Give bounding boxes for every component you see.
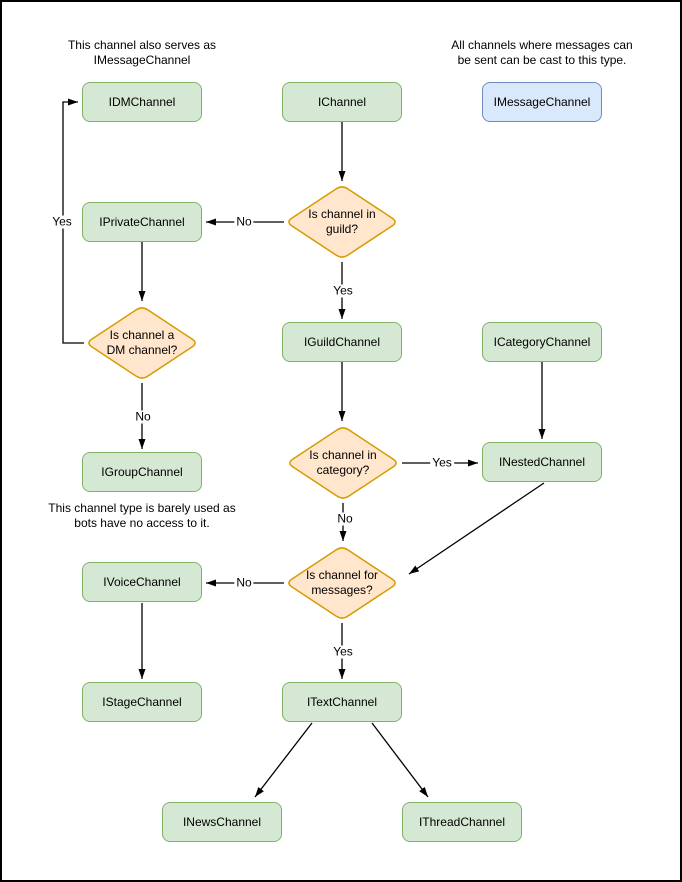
node-igroupchannel: IGroupChannel	[82, 452, 202, 492]
edge-label-yes: Yes	[331, 283, 355, 298]
node-iguildchannel: IGuildChannel	[282, 322, 402, 362]
decision-line: guild?	[325, 222, 359, 236]
note-line: be sent can be cast to this type.	[457, 53, 627, 67]
diamond-shape-icon	[288, 186, 396, 258]
node-label: IMessageChannel	[493, 95, 591, 109]
node-ithreadchannel: IThreadChannel	[402, 802, 522, 842]
decision-line: messages?	[311, 583, 373, 597]
decision-label: Is channel in category?	[285, 424, 401, 502]
diamond-shape-icon	[289, 427, 397, 499]
node-label: IVoiceChannel	[103, 575, 181, 589]
decision-line: Is channel in	[309, 448, 377, 462]
note-line: This channel also serves as	[67, 38, 217, 52]
annotation-igroupchannel-note: This channel type is barely used as bots…	[22, 501, 262, 531]
edge-itextchannel-to-inewschannel	[254, 722, 313, 798]
node-inewschannel: INewsChannel	[162, 802, 282, 842]
decision-label: Is channel in guild?	[284, 183, 400, 261]
node-iprivatechannel: IPrivateChannel	[82, 202, 202, 242]
node-ichannel: IChannel	[282, 82, 402, 122]
node-label: IGroupChannel	[101, 465, 183, 479]
decision-label: Is channel a DM channel?	[84, 304, 200, 382]
edge-itextchannel-to-ithreadchannel	[371, 722, 429, 798]
decision-line: Is channel in	[308, 207, 376, 221]
node-label: IDMChannel	[108, 95, 176, 109]
decision-line: Is channel a	[109, 328, 175, 342]
decision-line: Is channel for	[305, 568, 379, 582]
decision-label: Is channel for messages?	[284, 544, 400, 622]
decision-is-channel-a-dm: Is channel a DM channel?	[84, 304, 200, 382]
edge-label-no: No	[133, 409, 153, 424]
diamond-shape-icon	[288, 547, 396, 619]
note-line: All channels where messages can	[451, 38, 633, 52]
node-istagechannel: IStageChannel	[82, 682, 202, 722]
decision-line: DM channel?	[106, 343, 178, 357]
node-idmchannel: IDMChannel	[82, 82, 202, 122]
note-line: IMessageChannel	[93, 53, 191, 67]
node-imessagechannel: IMessageChannel	[482, 82, 602, 122]
edge-label-no: No	[335, 511, 355, 526]
node-icategorychannel: ICategoryChannel	[482, 322, 602, 362]
node-ivoicechannel: IVoiceChannel	[82, 562, 202, 602]
decision-is-channel-in-category: Is channel in category?	[285, 424, 401, 502]
annotation-idmchannel-note: This channel also serves as IMessageChan…	[22, 38, 262, 68]
node-label: INestedChannel	[498, 455, 586, 469]
node-label: IChannel	[317, 95, 367, 109]
decision-is-channel-in-guild: Is channel in guild?	[284, 183, 400, 261]
node-label: IGuildChannel	[303, 335, 381, 349]
edge-label-no: No	[234, 214, 254, 229]
node-label: INewsChannel	[182, 815, 262, 829]
note-line: This channel type is barely used as	[48, 501, 236, 515]
diamond-shape-icon	[88, 307, 196, 379]
edge-label-yes: Yes	[50, 214, 74, 229]
node-inestedchannel: INestedChannel	[482, 442, 602, 482]
edge-label-no: No	[234, 575, 254, 590]
decision-line: category?	[316, 463, 370, 477]
edge-label-yes: Yes	[430, 455, 454, 470]
node-label: ITextChannel	[306, 695, 378, 709]
node-itextchannel: ITextChannel	[282, 682, 402, 722]
node-label: IThreadChannel	[418, 815, 506, 829]
annotation-imessagechannel-note: All channels where messages can be sent …	[422, 38, 662, 68]
node-label: IStageChannel	[102, 695, 182, 709]
note-line: bots have no access to it.	[74, 516, 210, 530]
edge-label-yes: Yes	[331, 644, 355, 659]
decision-is-channel-for-messages: Is channel for messages?	[284, 544, 400, 622]
node-label: IPrivateChannel	[99, 215, 185, 229]
edge-inestedchannel-to-for-messages	[408, 482, 545, 575]
node-label: ICategoryChannel	[493, 335, 591, 349]
